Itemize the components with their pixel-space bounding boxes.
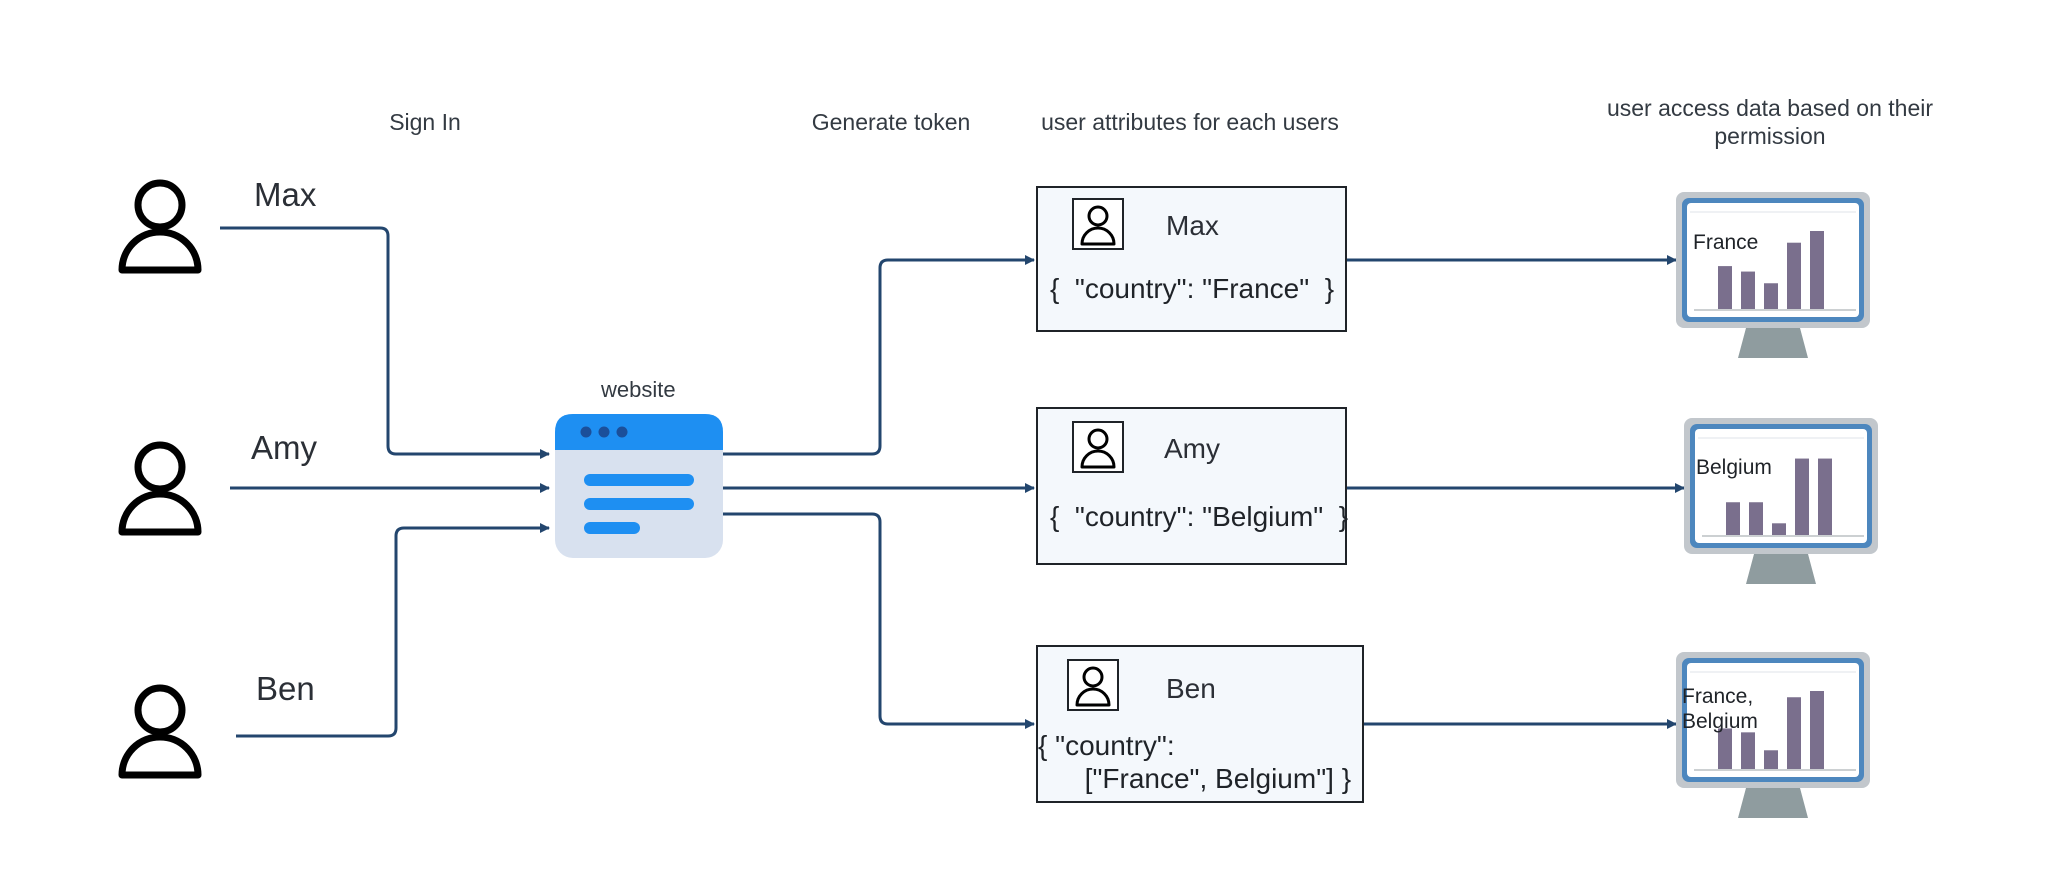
user-icon-ben	[118, 684, 202, 779]
chart-bar	[1787, 697, 1801, 769]
dashboard-caption: Belgium	[1696, 456, 1772, 479]
dashboard-monitor-belgium: Belgium	[1684, 418, 1878, 588]
avatar-icon	[1080, 205, 1116, 246]
avatar-frame-ben	[1067, 659, 1119, 711]
connector-ben-to-website	[236, 523, 550, 738]
attribute-card-name: Ben	[1166, 673, 1216, 704]
chart-bar	[1795, 458, 1809, 535]
header-user-access-line1: user access data based on their	[1606, 95, 1934, 121]
header-sign-in: Sign In	[389, 109, 461, 135]
user-icon-amy	[118, 441, 202, 536]
header-user-access: user access data based on their permissi…	[1590, 94, 1950, 150]
user-name-max: Max	[254, 176, 317, 213]
attribute-card-max: Max { "country": "France" }	[1036, 186, 1347, 332]
dashboard-monitor-france-belgium: France, Belgium	[1676, 652, 1870, 822]
attribute-card-amy: Amy { "country": "Belgium" }	[1036, 407, 1349, 565]
chart-bar	[1818, 458, 1832, 535]
chart-bar	[1741, 732, 1755, 769]
dashboard-monitor-france: France	[1676, 192, 1870, 362]
chart-bar	[1726, 502, 1740, 535]
chart-bar	[1718, 266, 1732, 309]
avatar-icon	[1075, 666, 1111, 707]
user-name-amy: Amy	[251, 429, 317, 466]
attribute-card-json: { "country": "France" }	[1050, 273, 1335, 304]
monitor-stand	[1746, 554, 1816, 584]
connector-website-to-max-card	[723, 255, 1035, 456]
header-generate-token: Generate token	[811, 109, 971, 135]
chart-bar	[1772, 523, 1786, 535]
avatar-frame-max	[1072, 198, 1124, 250]
chart-bar	[1741, 271, 1755, 309]
chart-bar	[1810, 691, 1824, 769]
chart-bar	[1718, 728, 1732, 769]
attribute-card-json: { "country": ["France", Belgium"] }	[1038, 730, 1352, 794]
monitor-icon	[1676, 192, 1870, 358]
avatar-icon	[1080, 428, 1116, 469]
dashboard-caption: France	[1693, 231, 1759, 254]
attribute-card-json: { "country": "Belgium" }	[1050, 501, 1349, 532]
chart-bar	[1787, 242, 1801, 309]
header-user-access-line2: permission	[1714, 123, 1826, 149]
avatar-frame-amy	[1072, 421, 1124, 473]
chart-bar	[1810, 231, 1824, 309]
monitor-stand	[1738, 788, 1808, 818]
monitor-stand	[1738, 328, 1808, 358]
user-icon-max	[118, 179, 202, 274]
attribute-card-name: Max	[1166, 210, 1219, 241]
chart-bar	[1764, 283, 1778, 309]
connector-max-to-website	[220, 226, 550, 459]
monitor-icon	[1676, 652, 1870, 818]
chart-bar	[1749, 502, 1763, 535]
monitor-icon	[1684, 418, 1878, 584]
connector-website-to-ben-card	[723, 512, 1035, 729]
website-label: website	[601, 377, 676, 402]
attribute-card-ben: Ben { "country": ["France", Belgium"] }	[1036, 645, 1364, 803]
attribute-card-name: Amy	[1164, 433, 1220, 464]
header-user-attributes: user attributes for each users	[1041, 109, 1339, 135]
chart-bar	[1764, 750, 1778, 769]
user-name-ben: Ben	[256, 670, 315, 707]
website-browser-icon	[555, 414, 723, 558]
dashboard-caption: France, Belgium	[1682, 685, 1758, 733]
